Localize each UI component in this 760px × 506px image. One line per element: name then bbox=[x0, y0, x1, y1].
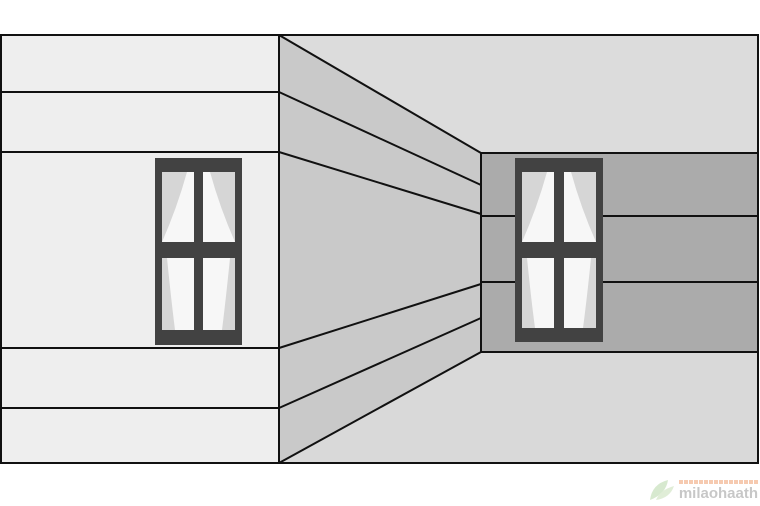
watermark: milaohaath bbox=[648, 478, 758, 502]
left-window bbox=[155, 158, 242, 345]
watermark-text: milaohaath bbox=[678, 484, 758, 502]
side-wall bbox=[278, 34, 482, 464]
curtain bbox=[522, 258, 535, 328]
leaf-logo-icon bbox=[649, 480, 674, 500]
curtain bbox=[583, 258, 596, 328]
curtain bbox=[162, 258, 175, 330]
watermark-stripe bbox=[678, 479, 758, 484]
floor bbox=[279, 352, 758, 463]
curtain bbox=[522, 172, 547, 242]
curtain bbox=[571, 172, 596, 242]
right-window bbox=[515, 158, 603, 342]
curtain bbox=[210, 172, 235, 242]
curtain bbox=[222, 258, 235, 330]
curtain bbox=[162, 172, 187, 242]
frame-border bbox=[0, 34, 759, 464]
ceiling bbox=[279, 35, 758, 153]
